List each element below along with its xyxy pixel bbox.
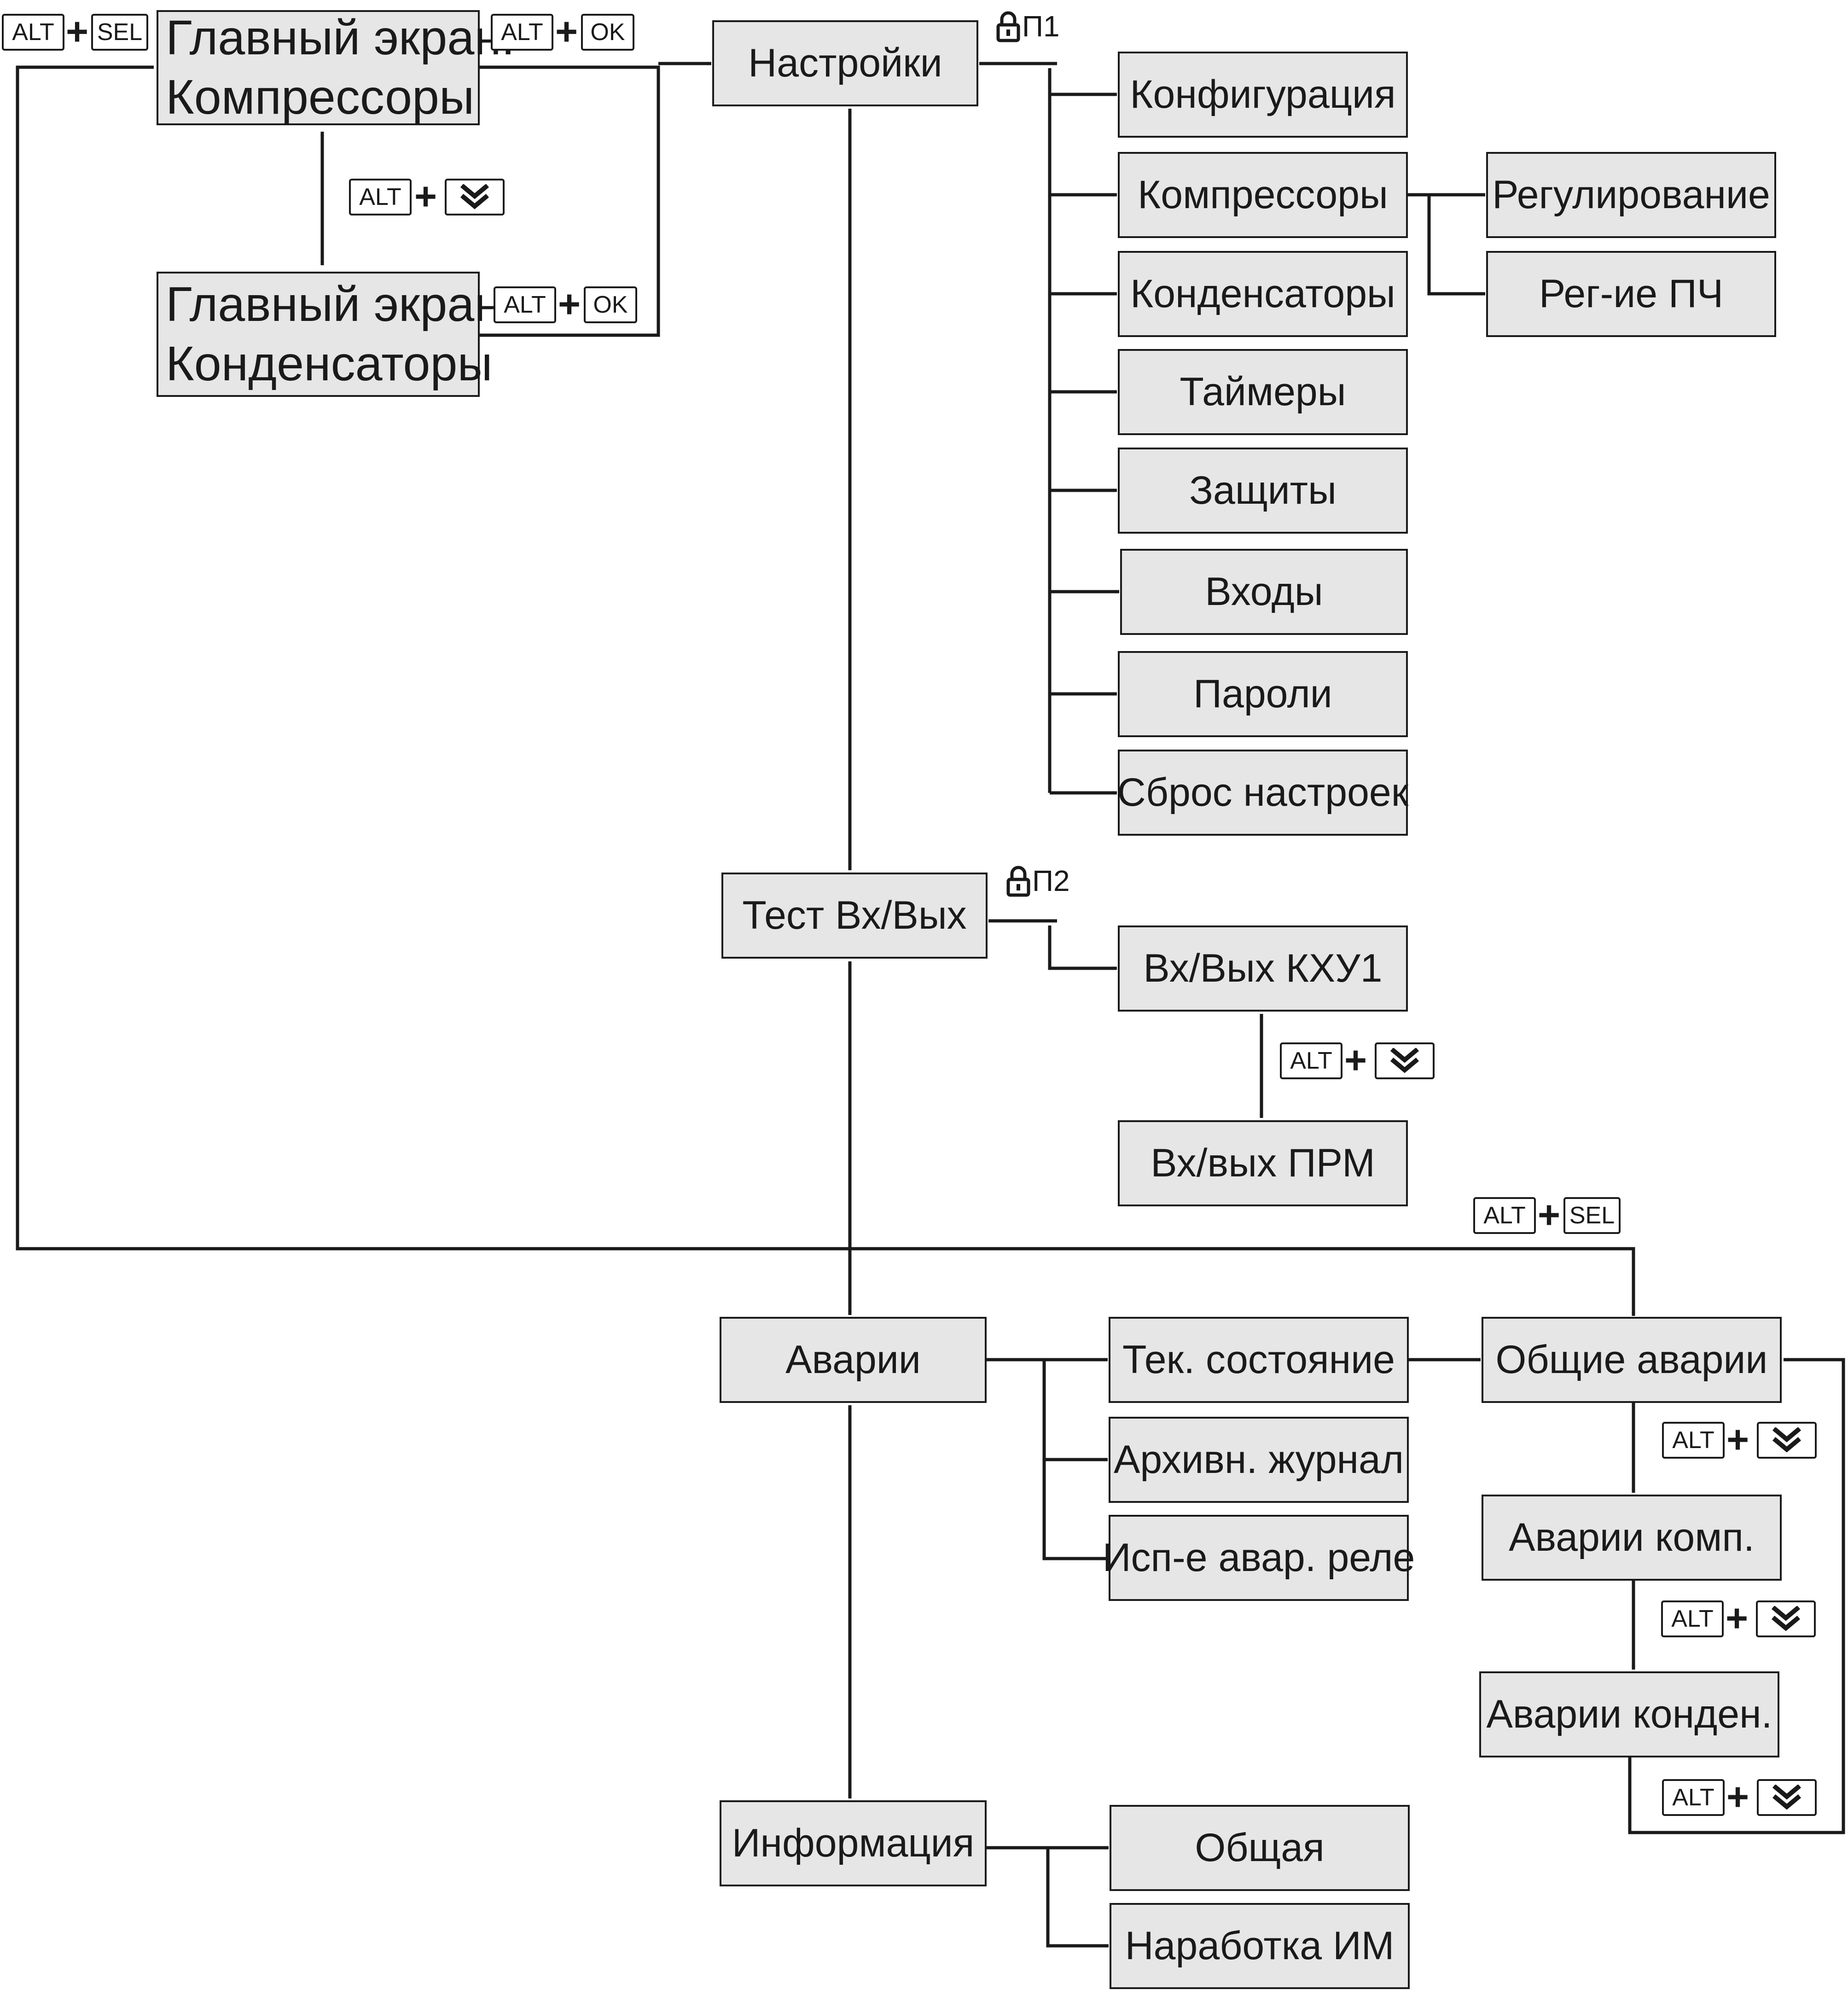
connector	[1427, 195, 1485, 296]
main-screen-condensers[interactable]: Главный экран: Конденсаторы	[157, 272, 515, 397]
info-item-general[interactable]: Общая	[1110, 1805, 1410, 1891]
plus-sign: +	[1726, 1418, 1749, 1461]
alarm-item-archive-log[interactable]: Архивн. журнал	[1109, 1417, 1409, 1503]
connector	[1048, 925, 1117, 970]
plus-sign: +	[414, 175, 437, 218]
alarm-item-current-state[interactable]: Тек. состояние	[1109, 1317, 1409, 1403]
password-p1-text: П1	[1022, 10, 1060, 43]
state-item-condenser-alarms[interactable]: Аварии конден.	[1479, 1671, 1779, 1757]
lock-icon	[996, 11, 1020, 42]
alt-key: ALT	[1662, 1779, 1725, 1816]
settings-item-condensers[interactable]: Конденсаторы	[1118, 251, 1408, 337]
state-item-general-alarms[interactable]: Общие аварии	[1482, 1317, 1782, 1403]
ok-key: OK	[584, 286, 637, 323]
alt-key: ALT	[491, 14, 553, 51]
connector	[16, 65, 1635, 1316]
alt-key: ALT	[1280, 1042, 1342, 1079]
plus-sign: +	[1726, 1596, 1749, 1640]
main-screen-compressors[interactable]: Главный экран: Компрессоры	[157, 10, 515, 125]
main-screen-title: Главный экран:	[166, 277, 515, 332]
double-chevron-down-icon	[1756, 1600, 1816, 1637]
main-screen-title: Главный экран:	[166, 10, 515, 65]
state-item-compressor-alarms[interactable]: Аварии комп.	[1482, 1495, 1782, 1581]
menu-test-io[interactable]: Тест Вх/Вых	[721, 873, 988, 959]
alt-key: ALT	[1473, 1197, 1536, 1234]
connector	[1628, 1358, 1845, 1834]
menu-alarms[interactable]: Аварии	[720, 1317, 987, 1403]
plus-sign: +	[1344, 1038, 1367, 1082]
plus-sign: +	[66, 10, 89, 53]
main-screen-subtitle: Компрессоры	[166, 70, 475, 124]
plus-sign: +	[1726, 1775, 1749, 1818]
double-chevron-down-icon	[445, 179, 505, 215]
double-chevron-down-icon	[1757, 1779, 1817, 1816]
settings-item-configuration[interactable]: Конфигурация	[1118, 52, 1408, 138]
menu-information[interactable]: Информация	[720, 1800, 987, 1886]
sel-key: SEL	[91, 14, 148, 51]
double-chevron-down-icon	[1375, 1042, 1435, 1079]
settings-item-reset[interactable]: Сброс настроек	[1117, 750, 1408, 836]
alt-key: ALT	[1661, 1600, 1724, 1637]
main-screen-subtitle: Конденсаторы	[166, 337, 493, 391]
settings-item-compressors[interactable]: Компрессоры	[1118, 152, 1408, 238]
settings-item-timers[interactable]: Таймеры	[1118, 349, 1408, 435]
connector	[1046, 1848, 1109, 1948]
test-item-prm[interactable]: Вх/вых ПРМ	[1118, 1120, 1408, 1206]
compressor-item-regulation[interactable]: Регулирование	[1486, 152, 1776, 238]
settings-item-protections[interactable]: Защиты	[1118, 448, 1408, 534]
double-chevron-down-icon	[1757, 1422, 1817, 1459]
compressor-item-vfd-regulation[interactable]: Рег-ие ПЧ	[1486, 251, 1776, 337]
password-p2-label: П2	[1006, 864, 1070, 898]
password-p2-text: П2	[1032, 864, 1070, 897]
connector	[1042, 1360, 1108, 1560]
test-item-khu1[interactable]: Вх/Вых КХУ1	[1118, 925, 1408, 1012]
plus-sign: +	[1538, 1193, 1561, 1236]
connector	[480, 65, 660, 337]
alarm-item-alarm-relay[interactable]: Исп-е авар. реле	[1103, 1515, 1415, 1601]
ok-key: OK	[581, 14, 634, 51]
info-item-runtime[interactable]: Наработка ИМ	[1110, 1903, 1410, 1989]
alt-key: ALT	[494, 286, 556, 323]
alt-key: ALT	[2, 14, 64, 51]
password-p1-label: П1	[996, 9, 1060, 43]
menu-settings[interactable]: Настройки	[712, 20, 978, 106]
plus-sign: +	[555, 10, 578, 53]
alt-key: ALT	[349, 179, 412, 215]
plus-sign: +	[558, 282, 581, 326]
settings-item-inputs[interactable]: Входы	[1120, 549, 1408, 635]
sel-key: SEL	[1563, 1197, 1621, 1234]
lock-icon	[1006, 866, 1030, 897]
alt-key: ALT	[1662, 1422, 1725, 1459]
settings-item-passwords[interactable]: Пароли	[1118, 651, 1408, 737]
